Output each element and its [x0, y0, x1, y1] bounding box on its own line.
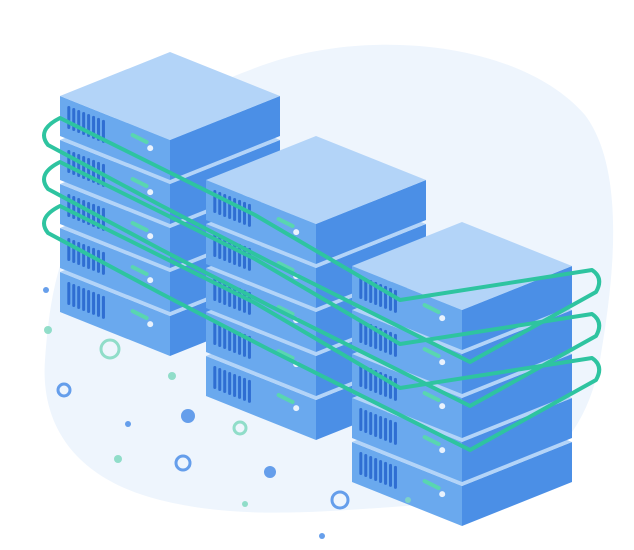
vent-grille	[359, 364, 397, 401]
decorative-dot	[264, 466, 276, 478]
cable-loop	[42, 204, 602, 452]
status-led-icon	[422, 479, 441, 491]
cable-loop	[42, 160, 602, 408]
power-light-icon	[147, 321, 154, 328]
power-light-icon	[147, 145, 154, 152]
status-led-icon	[130, 133, 149, 145]
power-light-icon	[293, 405, 300, 412]
decorative-ring	[99, 338, 121, 360]
decorative-dot	[181, 409, 195, 423]
power-light-icon	[147, 189, 154, 196]
decorative-ring	[174, 454, 192, 472]
server-top-face	[60, 52, 280, 140]
decorative-dots	[43, 287, 411, 539]
decorative-dot	[125, 421, 131, 427]
status-led-icon	[276, 349, 295, 361]
decorative-ring	[330, 490, 350, 510]
server-top-face	[206, 136, 426, 224]
power-light-icon	[147, 277, 154, 284]
server-side-face	[316, 180, 426, 264]
decorative-dot	[43, 287, 49, 293]
status-led-icon	[130, 177, 149, 189]
power-light-icon	[439, 403, 446, 410]
power-light-icon	[439, 491, 446, 498]
server-side-face	[462, 442, 572, 526]
decorative-dot	[168, 372, 176, 380]
power-light-icon	[439, 359, 446, 366]
power-light-icon	[147, 233, 154, 240]
server-unit	[206, 136, 426, 264]
status-led-icon	[130, 265, 149, 277]
vent-grille	[359, 452, 397, 489]
status-led-icon	[422, 391, 441, 403]
server-side-face	[170, 96, 280, 180]
decorative-dot	[405, 497, 411, 503]
server-side-face	[462, 398, 572, 482]
status-led-icon	[276, 305, 295, 317]
server-side-face	[462, 354, 572, 438]
server-rack	[352, 222, 572, 526]
decorative-dot	[114, 455, 122, 463]
status-led-icon	[130, 309, 149, 321]
status-led-icon	[422, 435, 441, 447]
vent-grille	[213, 366, 251, 403]
cable-loop	[42, 116, 602, 364]
power-light-icon	[439, 315, 446, 322]
decorative-dot	[242, 501, 248, 507]
vent-grille	[67, 282, 105, 319]
power-light-icon	[293, 229, 300, 236]
vent-grille	[359, 408, 397, 445]
power-light-icon	[439, 447, 446, 454]
status-led-icon	[276, 393, 295, 405]
status-led-icon	[422, 347, 441, 359]
decorative-ring	[232, 420, 248, 436]
status-led-icon	[276, 217, 295, 229]
decorative-dot	[44, 326, 52, 334]
decorative-dot	[319, 533, 325, 539]
network-cables	[42, 116, 602, 452]
server-top-face	[352, 222, 572, 310]
status-led-icon	[422, 303, 441, 315]
server-racks	[60, 52, 572, 526]
status-led-icon	[130, 221, 149, 233]
decorative-ring	[56, 382, 72, 398]
status-led-icon	[276, 261, 295, 273]
